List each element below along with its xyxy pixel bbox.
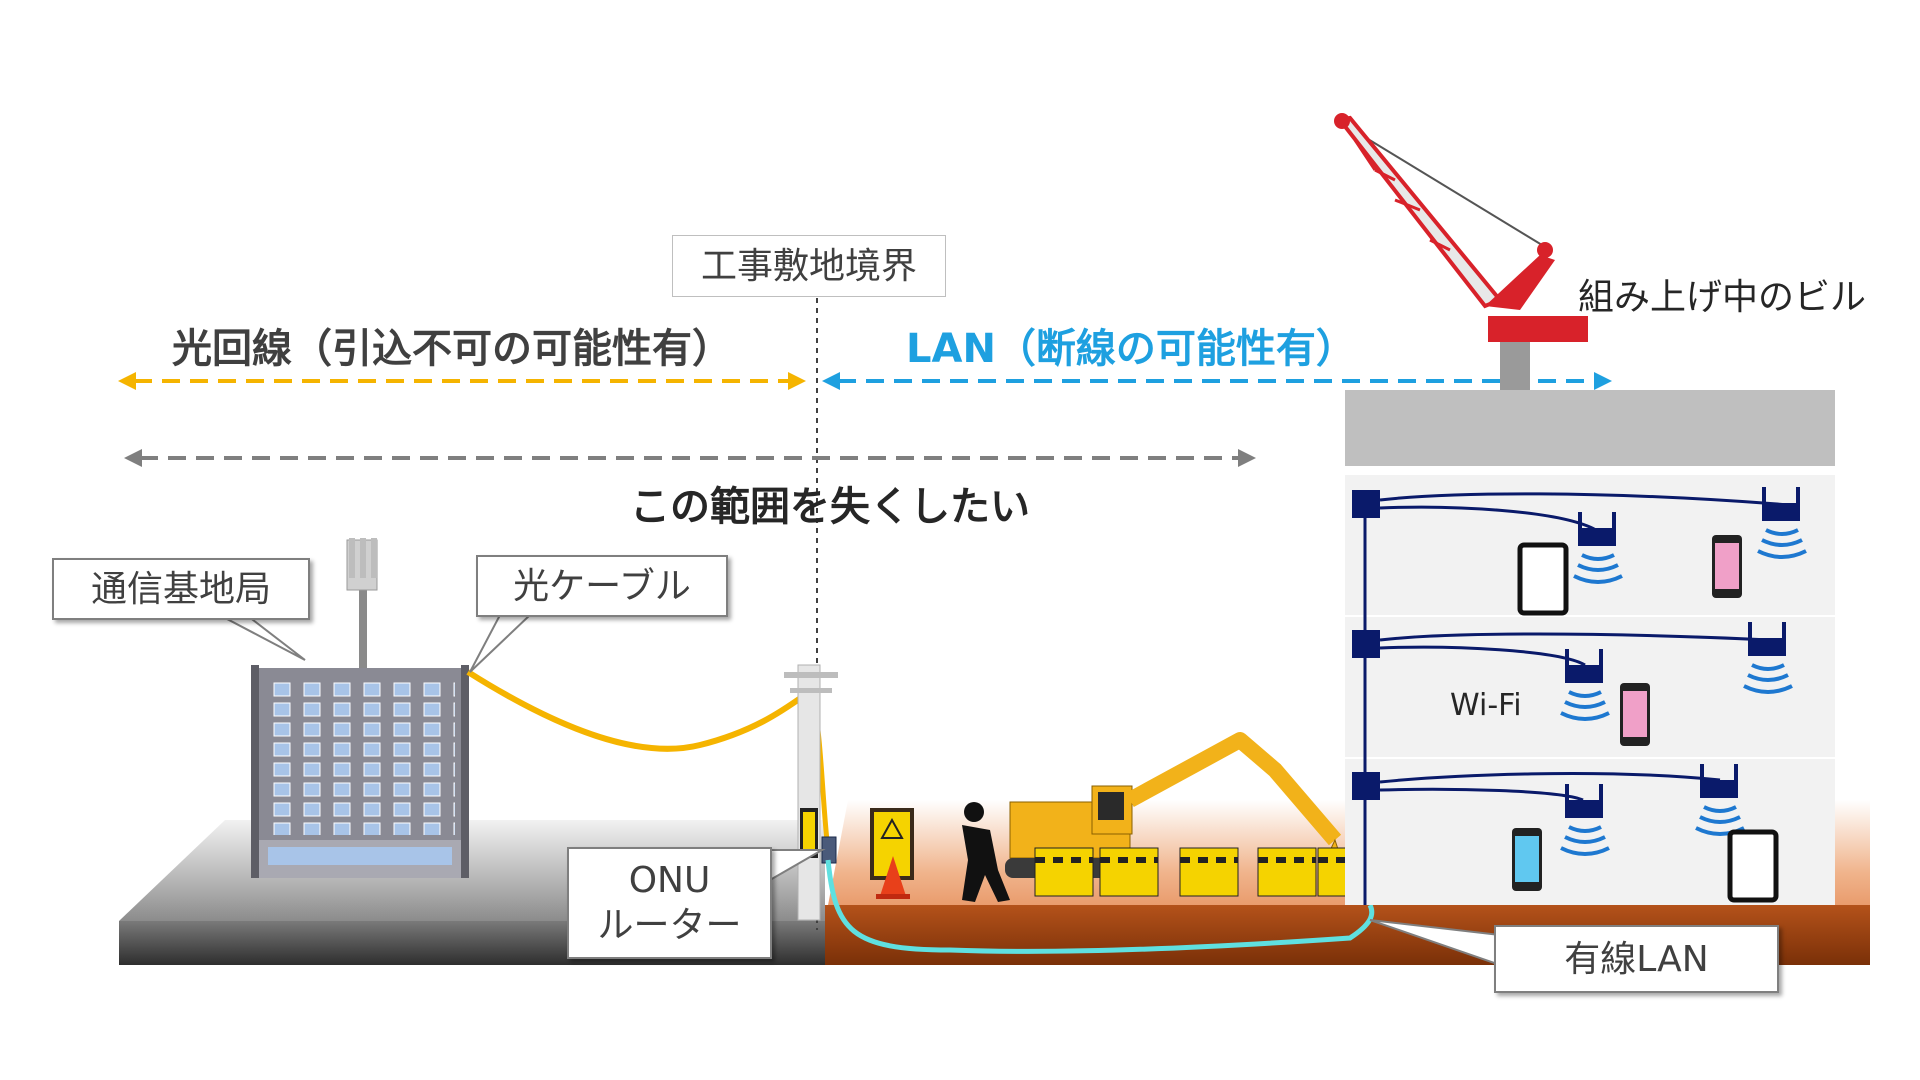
traffic-cone-icon (876, 856, 910, 899)
switch-icon (1352, 490, 1380, 800)
eliminate-range-label: この範囲を失くしたい (630, 484, 1030, 530)
fiber-range-arrow (118, 372, 806, 390)
onu-device-icon (821, 836, 837, 864)
onu-label: ONU (628, 860, 711, 901)
boundary-label: 工事敷地境界 (672, 235, 946, 297)
fiber-range-label: 光回線（引込不可の可能性有） (172, 326, 732, 372)
wifi-label: Wi-Fi (1450, 688, 1522, 723)
lan-cable-line (825, 859, 1375, 954)
tablet-icon (1517, 542, 1779, 903)
fiber-cable-callout: 光ケーブル (476, 555, 728, 617)
wifi-router-icon (1565, 487, 1800, 818)
lan-range-label: LAN（断線の可能性有） (906, 326, 1356, 372)
fiber-cable-line (466, 669, 814, 752)
office-building-icon (251, 665, 469, 878)
barricade-icon (1034, 847, 1355, 897)
wired-lan-callout: 有線LAN (1494, 925, 1779, 993)
lan-range-arrow (822, 372, 1612, 390)
callout-pointers (209, 609, 1501, 967)
eliminate-range-arrow (124, 449, 1256, 467)
smartphone-icon (1512, 535, 1742, 891)
onu-router-callout: ONU ルーター (567, 847, 772, 959)
crane-icon (1334, 113, 1588, 390)
base-station-callout: 通信基地局 (52, 558, 310, 620)
building-label: 組み上げ中のビル (1578, 277, 1867, 318)
antenna-icon (346, 538, 378, 670)
router-label: ルーター (597, 905, 742, 946)
worker-icon (962, 802, 1010, 902)
